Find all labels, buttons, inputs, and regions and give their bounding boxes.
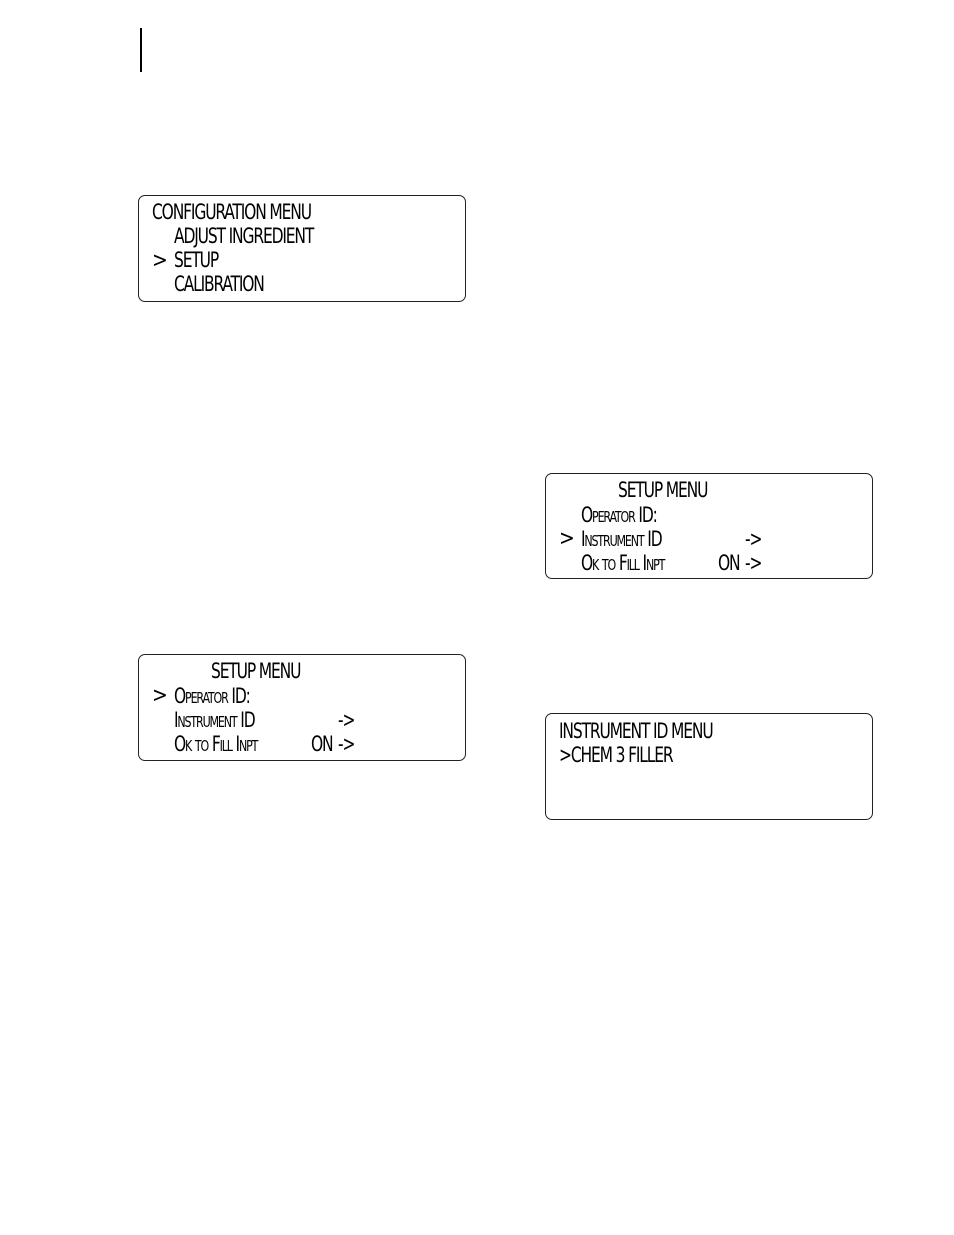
setup-menu-title: SETUP MENU <box>618 478 707 502</box>
config-menu-item-adjust-ingredient[interactable]: ADJUST INGREDIENT <box>174 224 313 248</box>
setup-menu-display-operator-selected: SETUP MENU > Operator ID: Instrument ID … <box>138 654 466 761</box>
selection-cursor: > <box>152 683 168 707</box>
margin-rule <box>140 28 142 72</box>
ok-to-fill-arrow: -> <box>745 551 761 575</box>
selection-cursor: > <box>559 526 575 550</box>
config-menu-item-calibration[interactable]: CALIBRATION <box>174 272 264 296</box>
instrument-id-arrow: -> <box>338 708 354 732</box>
configuration-menu-display: CONFIGURATION MENU ADJUST INGREDIENT > S… <box>138 195 466 302</box>
setup-menu-title: SETUP MENU <box>211 659 300 683</box>
instrument-id-value[interactable]: >CHEM 3 FILLER <box>559 743 673 767</box>
setup-menu-item-instrument-id[interactable]: Instrument ID <box>581 527 661 551</box>
config-menu-item-setup[interactable]: SETUP <box>174 248 218 272</box>
setup-menu-item-instrument-id[interactable]: Instrument ID <box>174 708 254 732</box>
setup-menu-item-ok-to-fill[interactable]: Ok to Fill Inpt <box>174 732 257 756</box>
instrument-id-menu-title: INSTRUMENT ID MENU <box>559 719 713 743</box>
instrument-id-arrow: -> <box>745 527 761 551</box>
ok-to-fill-value: ON <box>718 551 739 575</box>
ok-to-fill-value: ON <box>311 732 332 756</box>
selection-cursor: > <box>152 248 168 272</box>
config-menu-title: CONFIGURATION MENU <box>152 200 311 224</box>
setup-menu-item-operator-id[interactable]: Operator ID: <box>174 684 250 708</box>
setup-menu-display-instrument-selected: SETUP MENU Operator ID: > Instrument ID … <box>545 473 873 579</box>
setup-menu-item-ok-to-fill[interactable]: Ok to Fill Inpt <box>581 551 664 575</box>
setup-menu-item-operator-id[interactable]: Operator ID: <box>581 503 657 527</box>
ok-to-fill-arrow: -> <box>338 732 354 756</box>
instrument-id-menu-display: INSTRUMENT ID MENU >CHEM 3 FILLER <box>545 713 873 820</box>
